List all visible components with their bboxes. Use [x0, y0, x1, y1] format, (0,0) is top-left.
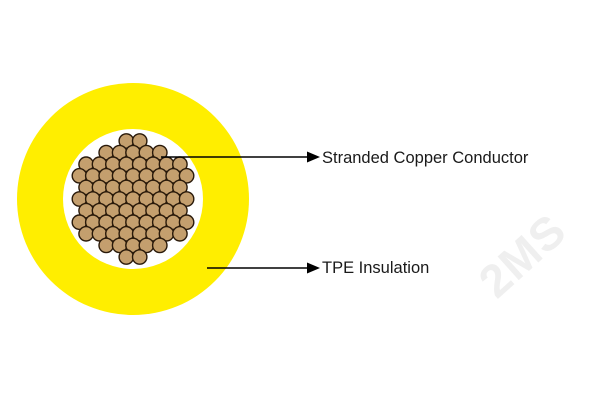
copper-strand [151, 237, 168, 254]
copper-strand [171, 179, 188, 196]
copper-strand [178, 214, 195, 231]
copper-strand [178, 167, 195, 184]
copper-strand [131, 249, 148, 265]
conductor-arrow-head [307, 151, 320, 163]
copper-strands [71, 133, 195, 265]
copper-strand [98, 237, 115, 254]
copper-strand [118, 249, 135, 265]
copper-strand [131, 133, 148, 149]
insulation-arrow-head [307, 262, 320, 274]
copper-strand [178, 191, 195, 207]
copper-strand [151, 144, 168, 161]
tpe-insulation-label: TPE Insulation [322, 259, 430, 277]
copper-strand [171, 202, 188, 219]
copper-strand [171, 225, 188, 242]
stranded-copper-conductor-label: Stranded Copper Conductor [322, 149, 529, 167]
copper-strand [78, 225, 95, 242]
